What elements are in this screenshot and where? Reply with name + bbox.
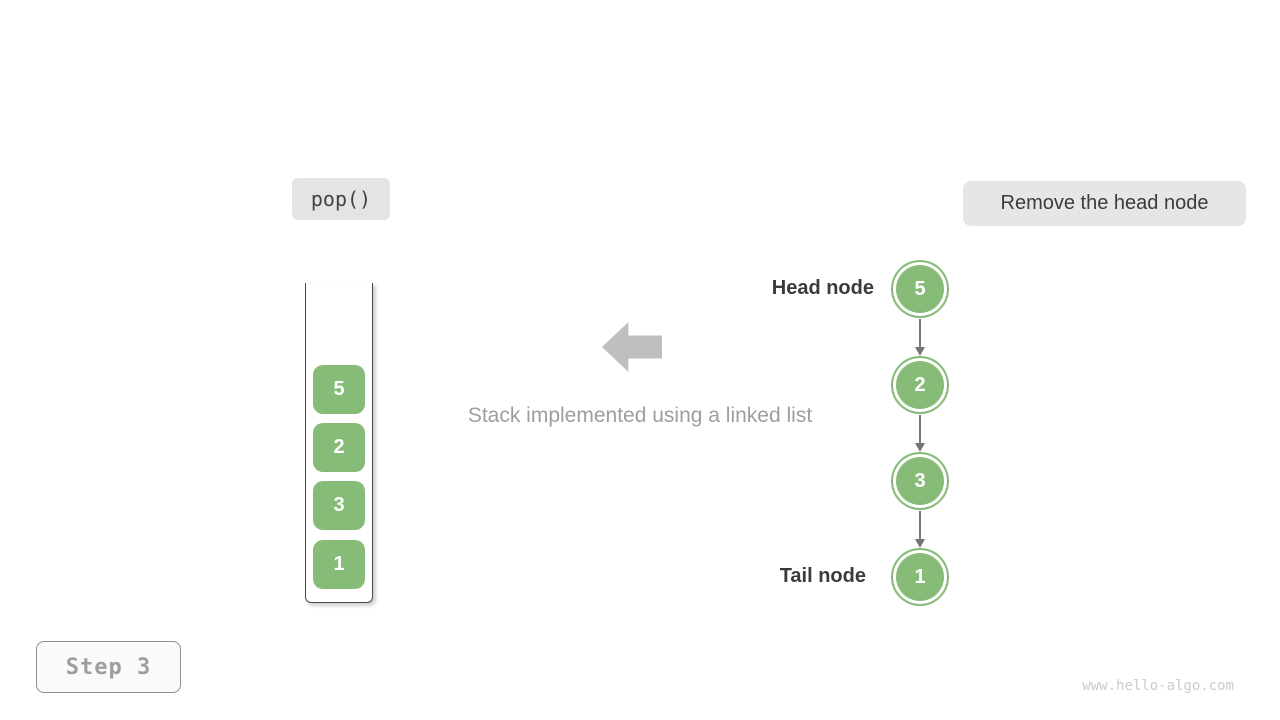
connector-arrowhead	[915, 539, 925, 548]
stack-container: 5 2 3 1	[305, 283, 373, 603]
step-badge: Step 3	[36, 641, 181, 693]
linked-list-node: 3	[891, 452, 949, 510]
connector-arrowhead	[915, 347, 925, 356]
tail-node-label: Tail node	[779, 565, 866, 587]
connector-line	[919, 511, 921, 540]
down-arrow-icon	[915, 319, 925, 356]
annotation-badge: Remove the head node	[963, 181, 1246, 226]
stack-block: 5	[313, 365, 365, 414]
stack-block: 2	[313, 423, 365, 472]
left-arrow-icon	[602, 322, 662, 372]
connector-arrowhead	[915, 443, 925, 452]
connector-line	[919, 319, 921, 348]
linked-list-node: 5	[891, 260, 949, 318]
connector-line	[919, 415, 921, 444]
down-arrow-icon	[915, 511, 925, 548]
down-arrow-icon	[915, 415, 925, 452]
head-node-label: Head node	[771, 277, 874, 299]
stack-block: 3	[313, 481, 365, 530]
watermark: www.hello-algo.com	[1082, 678, 1234, 694]
stack-block: 1	[313, 540, 365, 589]
caption: Stack implemented using a linked list	[467, 404, 813, 427]
linked-list-node: 1	[891, 548, 949, 606]
linked-list-node: 2	[891, 356, 949, 414]
operation-badge: pop()	[292, 178, 390, 220]
